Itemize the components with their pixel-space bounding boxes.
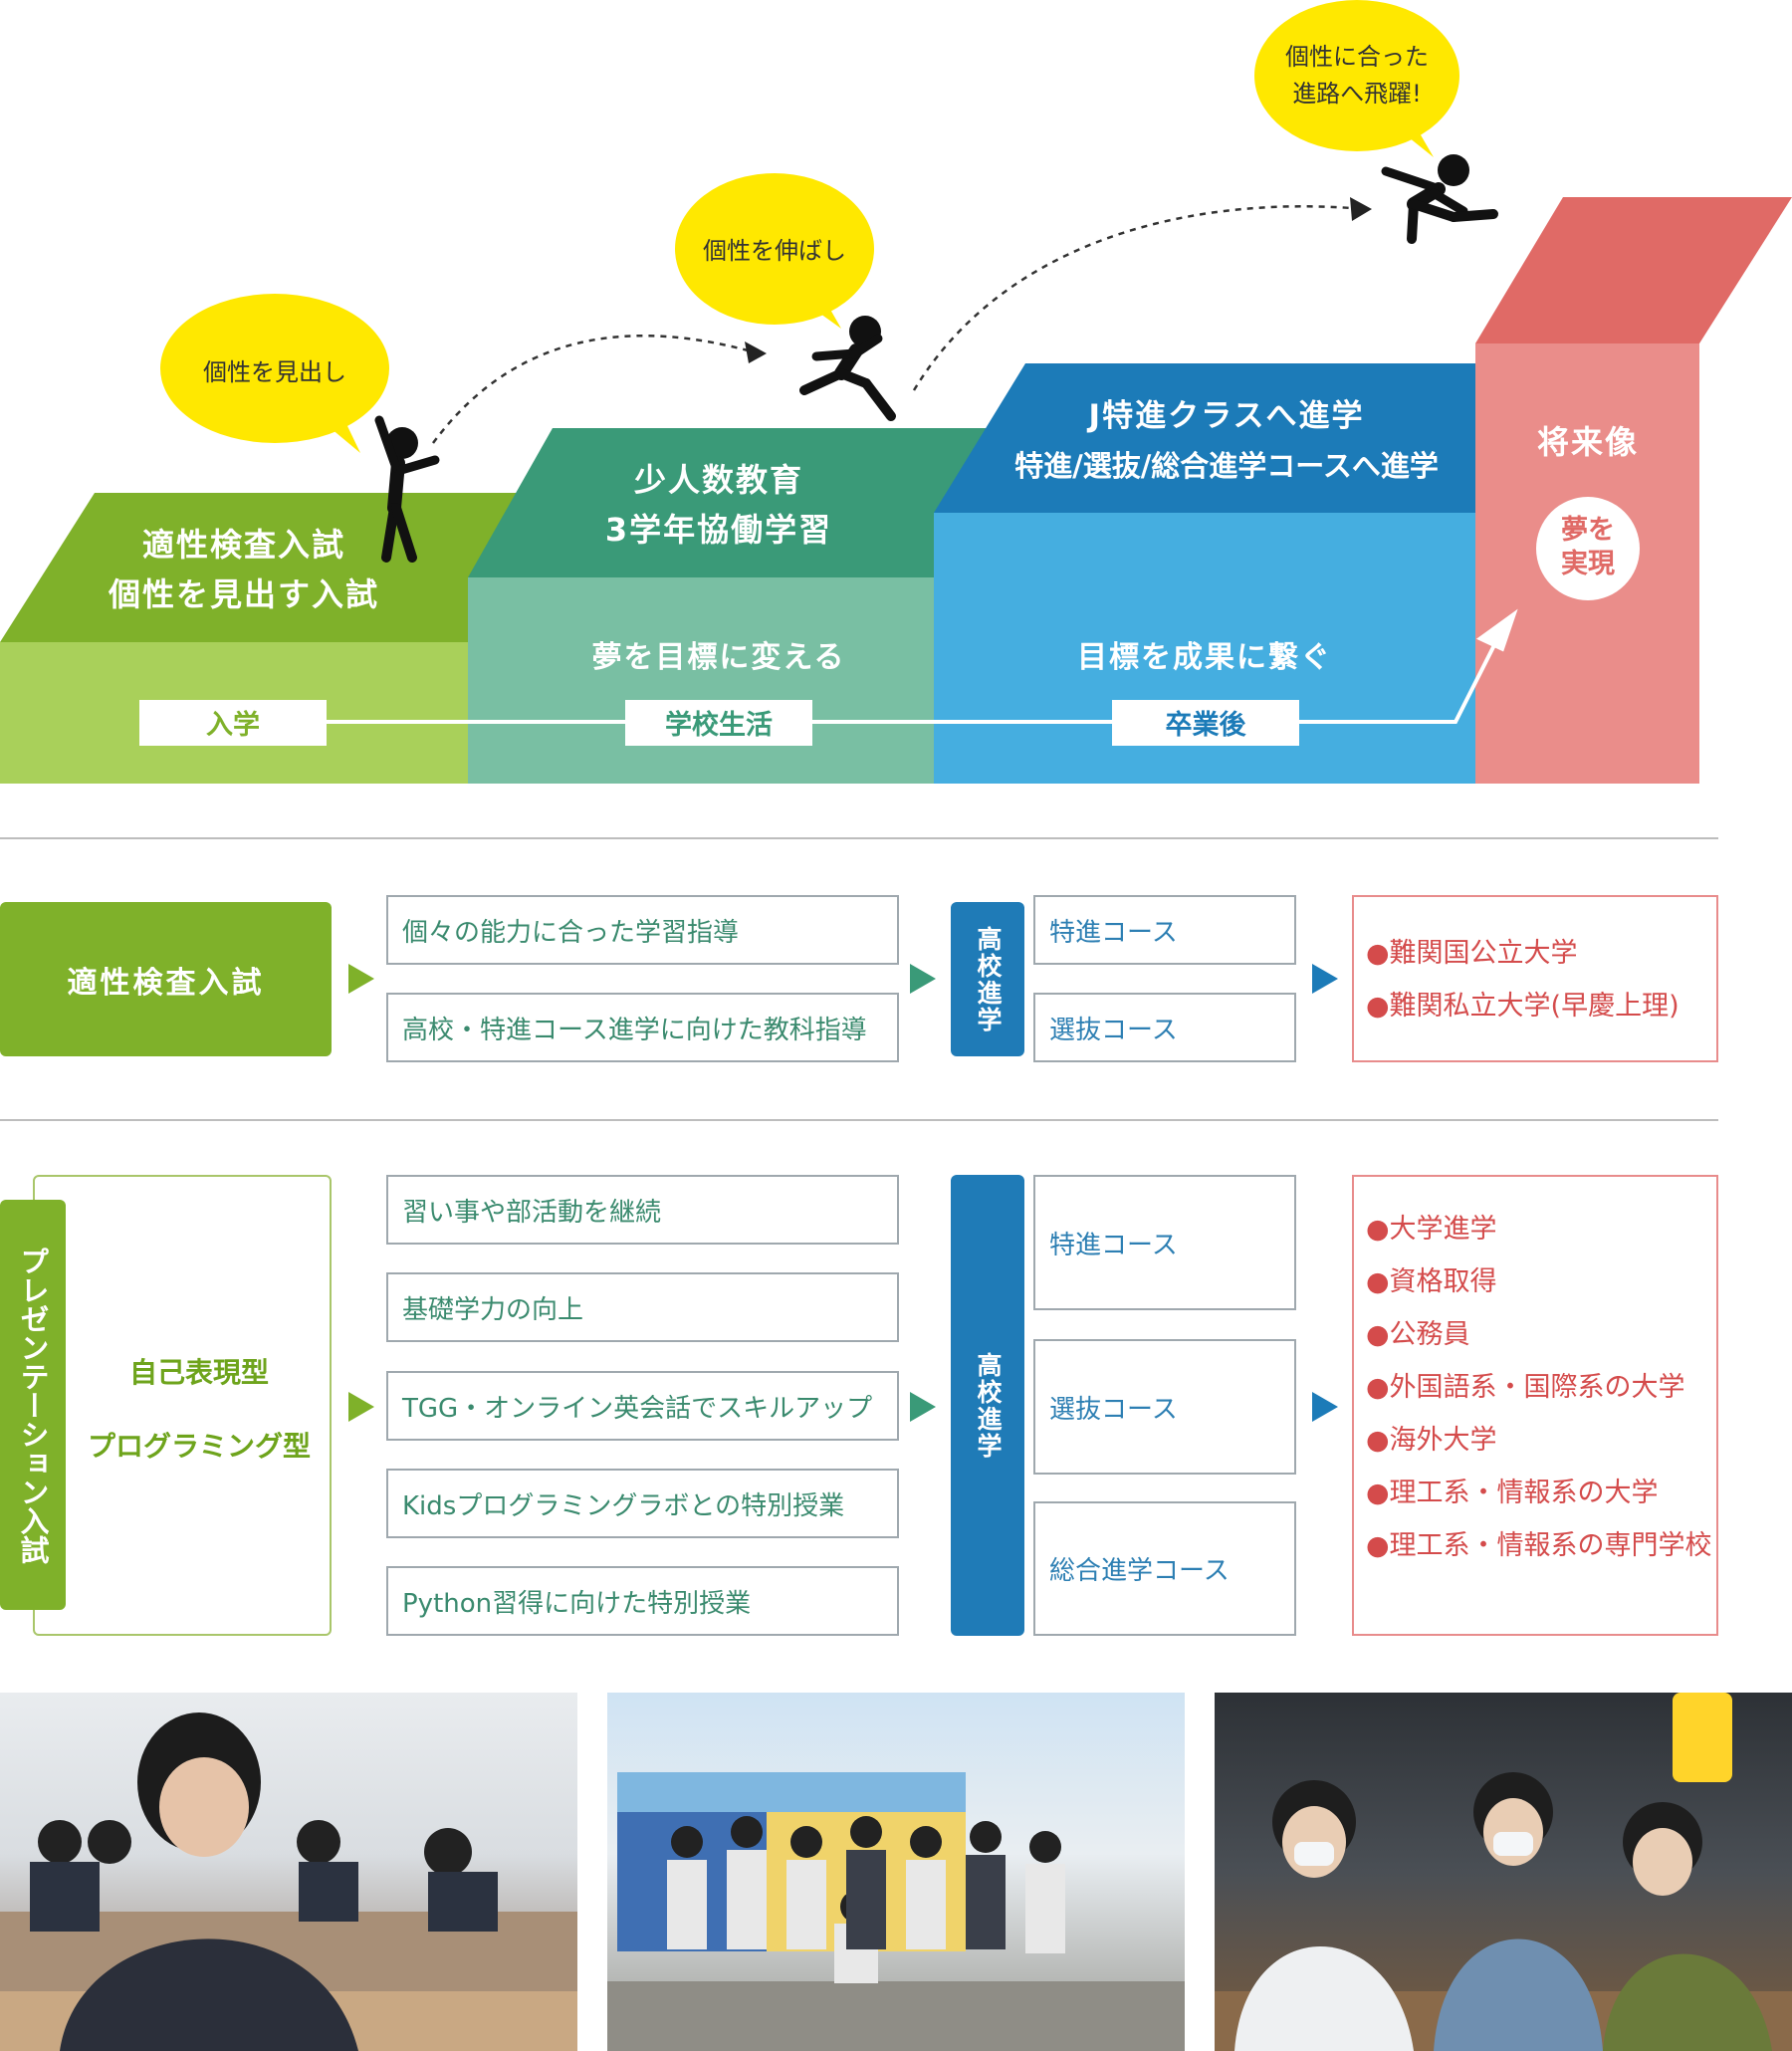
row1-course: 選抜コース [1033,993,1296,1062]
row2-item: Kidsプログラミングラボとの特別授業 [386,1469,899,1538]
result-item: ●資格取得 [1366,1266,1497,1297]
row2-type-2: プログラミング型 [87,1430,311,1463]
step2-title: 少人数教育 [634,461,803,499]
step1-title: 適性検査入試 [142,526,345,564]
group-trip-photo [607,1693,1185,2051]
step4-top [1475,197,1792,343]
row1-item: 個々の能力に合った学習指導 [386,895,899,965]
row2-course: 選抜コース [1033,1339,1296,1475]
step1-top [0,493,522,642]
row2-entry-frame [33,1175,332,1636]
speech-bubble-2: 個性を伸ばし [675,173,874,329]
row2-course: 特進コース [1033,1175,1296,1310]
growth-stairs-diagram: 入学 学校生活 卒業後 適性検査入試 個性を見出す入試 少人数教育 3学年協働学… [0,0,1792,784]
row1-arrow-3 [1312,964,1338,994]
row1-highschool-pill: 高校進学 [951,902,1024,1056]
result-item: ●公務員 [1366,1319,1470,1350]
dream-circle [1536,497,1640,600]
row2-results: ●大学進学 ●資格取得 ●公務員 ●外国語系・国際系の大学 ●海外大学 ●理工系… [1352,1175,1718,1636]
result-item: ●外国語系・国際系の大学 [1366,1372,1685,1403]
result-item: ●難関私立大学(早慶上理) [1366,991,1680,1022]
row2-arrow-1 [348,1392,374,1422]
row2-item: TGG・オンライン英会話でスキルアップ [386,1371,899,1441]
result-item: ●理工系・情報系の大学 [1366,1478,1659,1508]
row2-arrow-3 [1312,1392,1338,1422]
jump-arc-1-head [745,342,767,363]
row2-course: 総合進学コース [1033,1501,1296,1636]
result-item: ●海外大学 [1366,1425,1497,1456]
row2-arrow-2 [910,1392,936,1422]
dream-circle-line2: 実現 [1561,548,1615,579]
dream-circle-line1: 夢を [1561,515,1615,546]
leaping-figure-icon [1381,154,1498,244]
divider-top [0,837,1718,839]
row1-results: ●難関国公立大学 ●難関私立大学(早慶上理) [1352,895,1718,1062]
svg-text:個性を見出し: 個性を見出し [203,358,346,386]
row2-item: Python習得に向けた特別授業 [386,1566,899,1636]
step2-front [468,577,934,784]
row2-highschool-pill: 高校進学 [951,1175,1024,1636]
row1-arrow-2 [910,964,936,994]
step2-top [468,428,989,577]
timeline-label-enroll: 入学 [206,709,260,741]
step1-subtitle: 個性を見出す入試 [108,575,379,613]
row2-item: 習い事や部活動を継続 [386,1175,899,1245]
svg-text:進路へ飛躍!: 進路へ飛躍! [1292,80,1422,108]
timeline-label-bg-1 [139,700,327,746]
jump-arc-2 [912,205,1365,391]
svg-text:個性を伸ばし: 個性を伸ばし [703,237,846,265]
timeline-label-graduation: 卒業後 [1166,709,1247,741]
row1-entry-label: 適性検査入試 [0,902,332,1056]
timeline-arrowhead [1475,608,1518,652]
classroom-photo [0,1693,577,2051]
svg-text:個性に合った: 個性に合った [1285,43,1429,71]
standing-figure-icon [374,415,440,563]
timeline-label-school-life: 学校生活 [665,709,773,741]
result-item: ●大学進学 [1366,1214,1497,1245]
divider-middle [0,1119,1718,1121]
jump-arc-2-head [1350,197,1372,221]
jump-arc-1 [431,335,760,444]
row1-arrow-1 [348,964,374,994]
result-item: ●理工系・情報系の専門学校 [1366,1530,1712,1561]
step2-subtitle: 3学年協働学習 [605,511,832,549]
step3-title: J特進クラスへ進学 [1087,398,1365,434]
row1-item: 高校・特進コース進学に向けた教科指導 [386,993,899,1062]
students-gym-photo [1215,1693,1792,2051]
step3-subtitle: 特進/選抜/総合進学コースへ進学 [1014,449,1439,483]
row2-vertical-label: プレゼンテーション入試 [0,1200,66,1610]
result-item: ●難関国公立大学 [1366,938,1578,969]
step4-title: 将来像 [1537,423,1639,461]
speech-bubble-1: 個性を見出し [160,294,389,453]
row2-type-1: 自己表現型 [128,1356,269,1389]
step2-front-text: 夢を目標に変える [591,640,845,675]
running-figure-icon [799,316,896,421]
row2-item: 基礎学力の向上 [386,1272,899,1342]
step3-front-text: 目標を成果に繋ぐ [1077,640,1332,675]
step3-top [934,363,1475,513]
timeline-label-bg-3 [1112,700,1299,746]
speech-bubble-3: 個性に合った 進路へ飛躍! [1254,0,1459,157]
row1-course: 特進コース [1033,895,1296,965]
timeline-label-bg-2 [625,700,812,746]
